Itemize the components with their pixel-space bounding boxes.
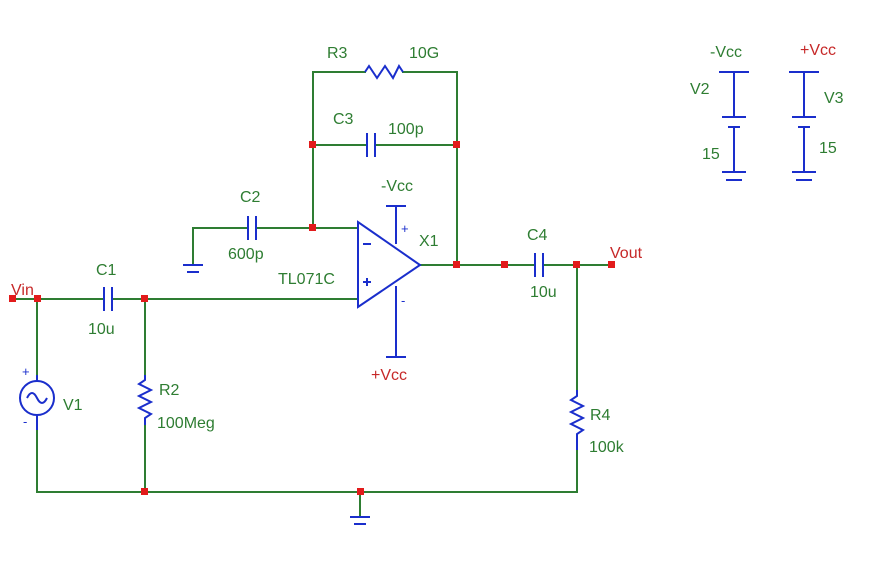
opamp-x1-symbol: [357, 205, 422, 358]
label-r2-ref: R2: [159, 382, 180, 399]
label-c4-ref: C4: [527, 227, 548, 244]
resistor-r2-symbol: [136, 375, 154, 425]
node: [141, 295, 148, 302]
wire-c2-ground: [192, 227, 249, 266]
node: [309, 141, 316, 148]
polarity-opamp-top-plus: +: [401, 221, 409, 236]
node: [9, 295, 16, 302]
battery-v2-symbol: [719, 71, 749, 181]
polarity-opamp-bottom-minus: -: [401, 293, 405, 308]
label-x1-value: TL071C: [278, 271, 335, 288]
label-r3-ref: R3: [327, 45, 348, 62]
net-label-vout: Vout: [610, 245, 643, 262]
label-r2-value: 100Meg: [157, 415, 215, 432]
label-r3-value: 10G: [409, 45, 439, 62]
ground-symbol-c2: [183, 264, 203, 273]
polarity-v1-minus: -: [23, 414, 27, 429]
node: [573, 261, 580, 268]
label-c4-value: 10u: [530, 284, 557, 301]
junction-nodes: [9, 141, 615, 495]
net-label-opamp-pos-supply: +Vcc: [371, 367, 407, 384]
wires: [11, 71, 805, 518]
capacitor-c1-symbol: [103, 287, 113, 311]
node: [608, 261, 615, 268]
label-v3-ref: V3: [824, 90, 844, 107]
label-r4-ref: R4: [590, 407, 611, 424]
node: [34, 295, 41, 302]
node: [453, 261, 460, 268]
capacitor-c2-symbol: [247, 216, 257, 240]
net-label-v3-pos-supply: +Vcc: [800, 42, 836, 59]
resistor-r4-symbol: [568, 390, 586, 450]
node: [141, 488, 148, 495]
battery-v3-symbol: [789, 71, 819, 181]
label-v3-value: 15: [819, 140, 837, 157]
label-x1-ref: X1: [419, 233, 439, 250]
net-label-vin: Vin: [11, 282, 34, 299]
ground-symbol-main: [350, 516, 370, 525]
wire-r3-right: [402, 71, 458, 266]
voltage-source-v1-symbol: [19, 375, 55, 430]
net-label-v2-neg-supply: -Vcc: [710, 44, 742, 61]
label-v2-ref: V2: [690, 81, 710, 98]
net-label-opamp-neg-supply: -Vcc: [381, 178, 413, 195]
label-v1-ref: V1: [63, 397, 83, 414]
label-c3-ref: C3: [333, 111, 354, 128]
capacitor-c3-symbol: [366, 133, 376, 157]
capacitor-c4-symbol: [534, 253, 544, 277]
node: [309, 224, 316, 231]
node: [357, 488, 364, 495]
label-c1-ref: C1: [96, 262, 117, 279]
label-c2-ref: C2: [240, 189, 261, 206]
label-c2-value: 600p: [228, 246, 264, 263]
wire-r4-bottom: [36, 429, 578, 493]
polarity-v1-plus: +: [22, 364, 30, 379]
node: [501, 261, 508, 268]
resistor-r3-symbol: [364, 64, 404, 80]
label-c3-value: 100p: [388, 121, 424, 138]
label-c1-value: 10u: [88, 321, 115, 338]
wire-r3-left: [312, 71, 366, 229]
label-r4-value: 100k: [589, 439, 625, 456]
node: [453, 141, 460, 148]
label-v2-value: 15: [702, 146, 720, 163]
